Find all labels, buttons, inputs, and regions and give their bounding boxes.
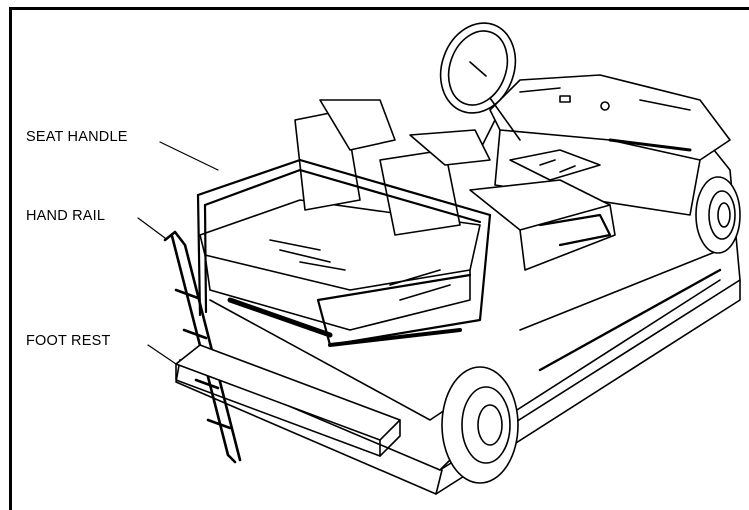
front-wheel [695, 176, 741, 254]
rear-wheel [441, 366, 519, 484]
floorboard [509, 149, 601, 181]
front-seat [469, 179, 616, 271]
seat-handle-label: SEAT HANDLE [26, 129, 128, 145]
foot-rest-leader [147, 344, 177, 365]
seat-handle-leader [159, 141, 219, 171]
seat-backs [294, 99, 491, 236]
dashboard [489, 74, 731, 216]
foot-rest-label: FOOT REST [26, 333, 111, 349]
steering-wheel [439, 22, 521, 141]
hand-rail-leader [137, 217, 166, 239]
seat-handle [196, 158, 612, 347]
foot-rest [175, 344, 401, 457]
figure-frame [9, 7, 749, 510]
hand-rail-label: HAND RAIL [26, 208, 106, 224]
leader-lines [137, 141, 219, 365]
